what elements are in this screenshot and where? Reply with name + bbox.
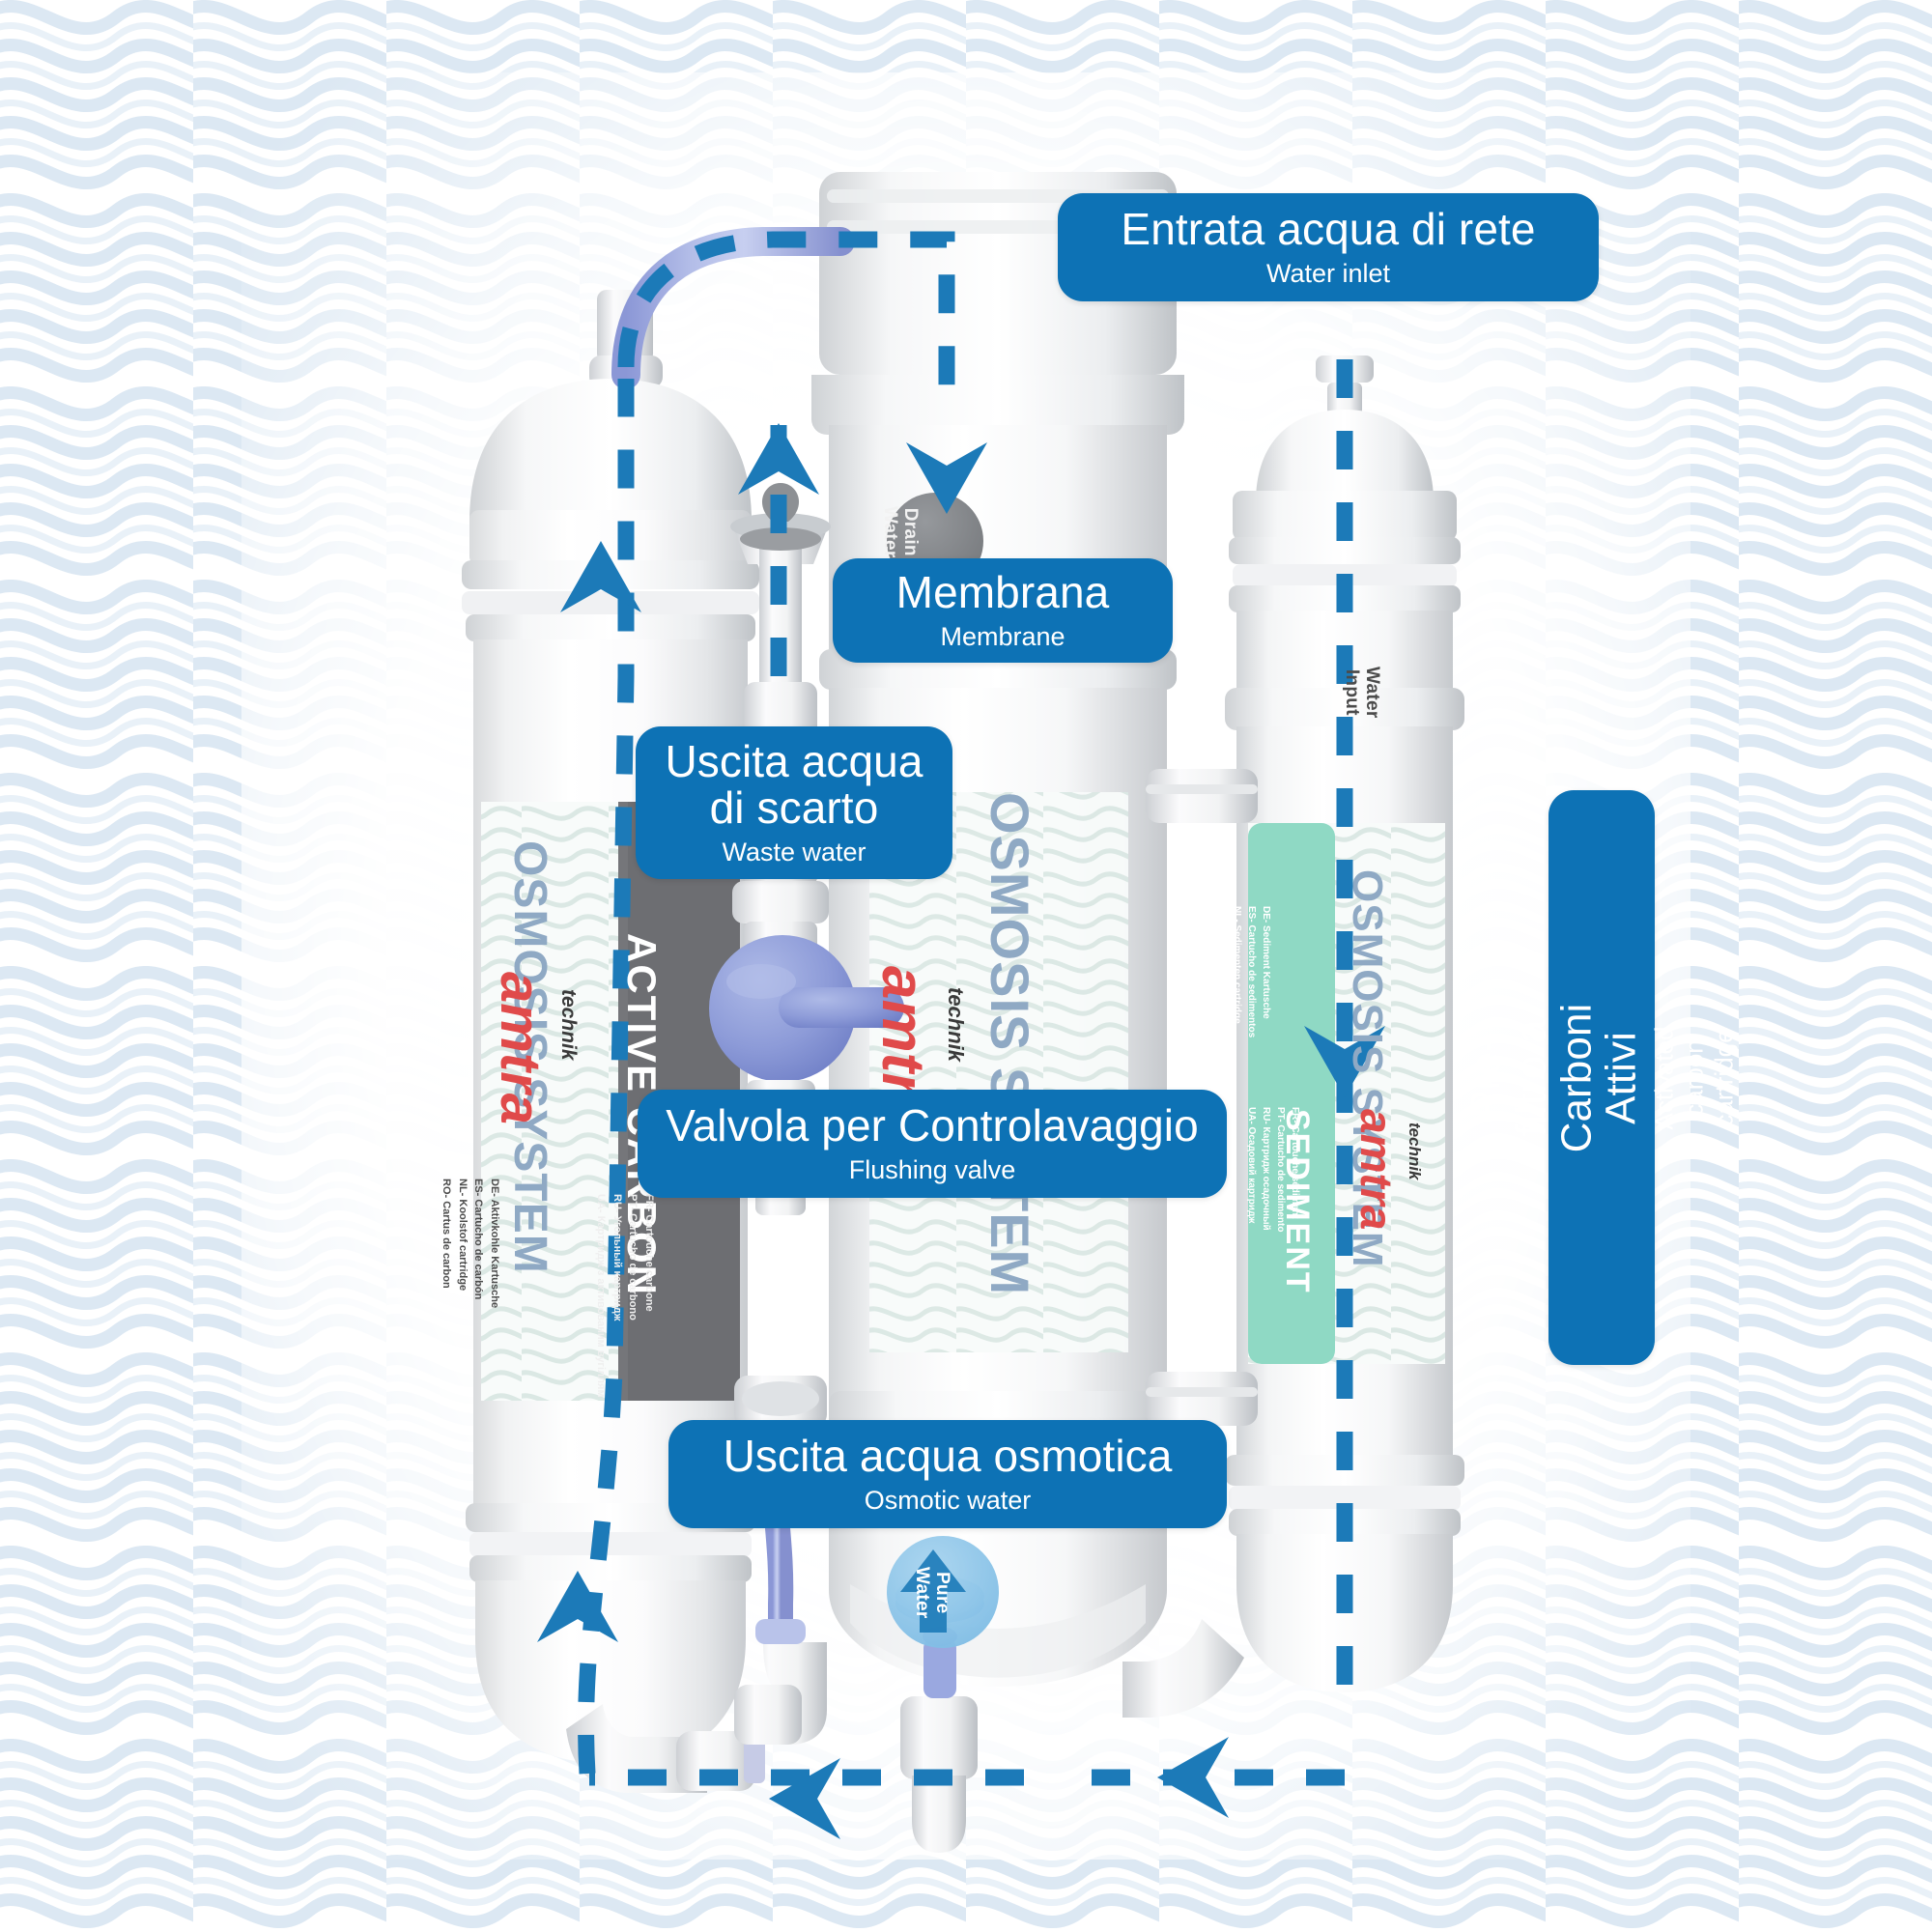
left-cartridge-brand-sub: technik: [557, 989, 580, 1061]
callout-waste-water-it: Uscita acqua di scarto: [665, 735, 923, 834]
callout-osmotic-water-it: Uscita acqua osmotica: [723, 1430, 1173, 1481]
right-cartridge-languages-right: FR- Cartouche sédiment PT- Cartucho de s…: [1246, 1107, 1300, 1233]
callout-flushing-valve-en: Flushing valve: [848, 1154, 1016, 1184]
right-cartridge-brand: amtra: [1351, 1109, 1402, 1231]
callout-activated-carbon[interactable]: Pre-filtro a Carboni Attivi Activated ca…: [1462, 790, 1738, 1365]
callout-flushing-valve[interactable]: Valvola per Controlavaggio Flushing valv…: [638, 1090, 1227, 1198]
callout-waste-water[interactable]: Uscita acqua di scarto Waste water: [636, 726, 952, 879]
callout-membrane-it: Membrana: [895, 566, 1110, 617]
callout-activated-carbon-rotor: Pre-filtro a Carboni Attivi Activated ca…: [1462, 1003, 1738, 1152]
middle-cartridge-brand-sub: technik: [944, 987, 968, 1063]
drain-water-text: Drain Water: [880, 506, 921, 558]
callout-water-inlet-en: Water inlet: [1265, 258, 1391, 288]
right-cartridge-brand-sub: technik: [1406, 1122, 1424, 1180]
callout-osmotic-water[interactable]: Uscita acqua osmotica Osmotic water: [668, 1420, 1227, 1528]
callout-activated-carbon-it: Pre-filtro a Carboni Attivi: [1462, 1003, 1645, 1152]
left-cartridge-brand: amtra: [489, 972, 552, 1124]
callout-water-inlet[interactable]: Entrata acqua di rete Water inlet: [1058, 193, 1599, 301]
callout-water-inlet-it: Entrata acqua di rete: [1121, 203, 1536, 254]
callout-membrane-en: Membrane: [940, 621, 1065, 651]
callout-membrane[interactable]: Membrana Membrane: [833, 558, 1173, 663]
callout-osmotic-water-en: Osmotic water: [864, 1485, 1032, 1515]
middle-cartridge-system-text: OSMOSIS SYSTEM: [980, 792, 1040, 1296]
callout-flushing-valve-it: Valvola per Controlavaggio: [666, 1099, 1199, 1151]
left-cartridge-languages-left: DE- Aktivkohle Kartusche ES- Cartucho de…: [440, 1179, 501, 1309]
right-cartridge-languages-left: DE- Sediment Kartusche ES- Cartucho de s…: [1217, 906, 1271, 1038]
callout-activated-carbon-en: Activated carbon cartridge: [1648, 1026, 1739, 1129]
left-cartridge-languages-right: FR- Cartouche carbone PT- Cartucho de ca…: [595, 1194, 656, 1398]
callout-waste-water-en: Waste water: [722, 838, 867, 867]
water-input-text: Water Input: [1342, 667, 1382, 719]
pure-water-text: Pure Water: [912, 1567, 952, 1619]
